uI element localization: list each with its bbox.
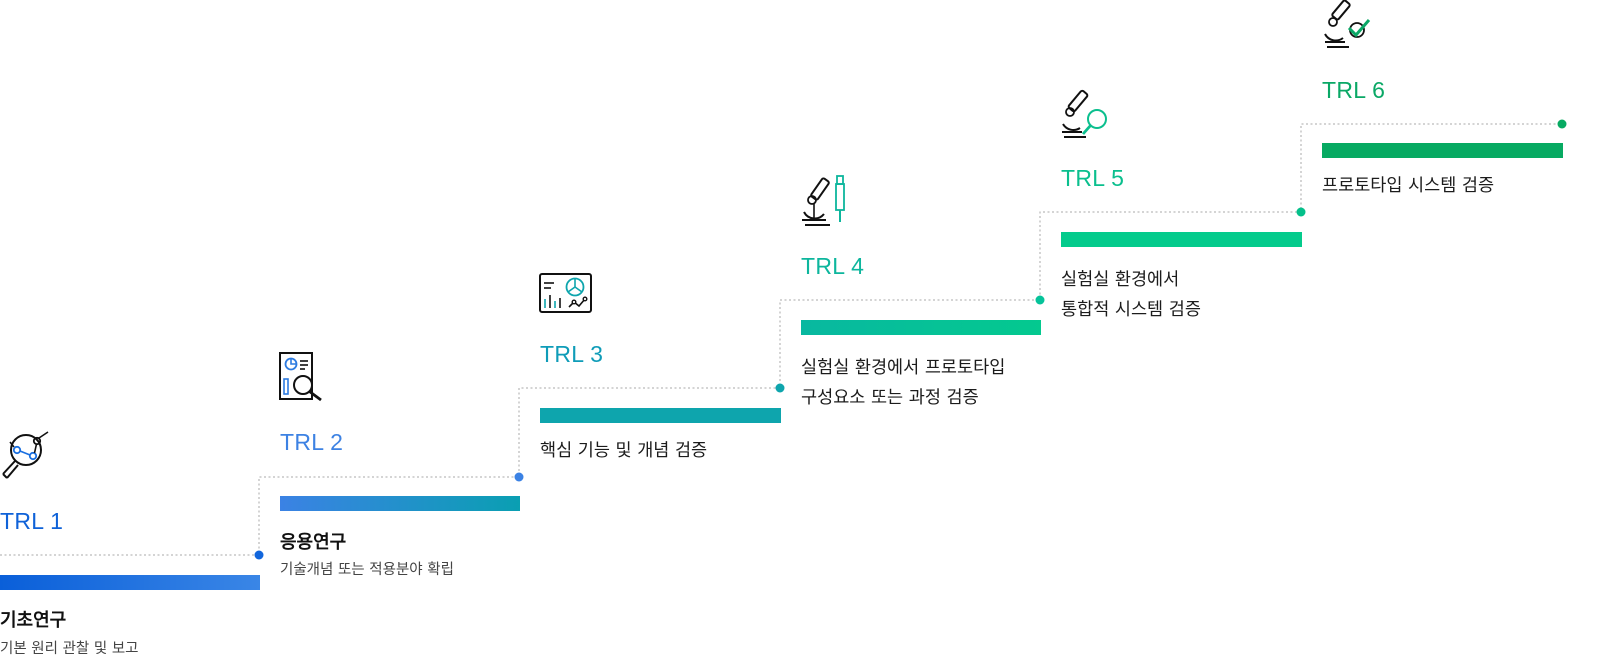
microscope-check-icon	[1324, 0, 1371, 48]
trl-1-desc: 기본 원리 관찰 및 보고	[0, 641, 139, 657]
trl-4-description: 실험실 환경에서 프로토타입 구성요소 또는 과정 검증	[801, 353, 1005, 413]
trl-3-description: 핵심 기능 및 개념 검증	[540, 436, 707, 466]
trl-5-label: TRL 5	[1061, 165, 1125, 191]
trl-5-bar	[1061, 232, 1302, 247]
step-dot-4	[1035, 295, 1045, 305]
microscope-pipette-icon	[802, 175, 845, 226]
trl-6-description: 프로토타입 시스템 검증	[1322, 171, 1494, 201]
dashboard-chart-icon	[539, 273, 592, 313]
step-dot-2	[514, 472, 524, 482]
trl-1-title: 기초연구	[0, 610, 67, 631]
document-search-icon	[279, 352, 322, 402]
trl-2-label: TRL 2	[280, 429, 344, 455]
trl-2-bar	[280, 496, 520, 511]
step-dot-1	[254, 550, 264, 560]
step-dot-3	[775, 383, 785, 393]
trl-4-description-line-1: 실험실 환경에서 프로토타입	[801, 358, 1006, 378]
trl-5-description-line-2: 통합적 시스템 검증	[1061, 300, 1201, 320]
trl-1-label: TRL 1	[0, 508, 64, 534]
trl-5-description: 실험실 환경에서 통합적 시스템 검증	[1061, 265, 1201, 325]
trl-4-bar	[801, 320, 1041, 335]
trl-3-label: TRL 3	[540, 341, 604, 367]
trl-2-desc: 기술개념 또는 적용분야 확립	[280, 562, 454, 578]
step-dot-5	[1296, 207, 1306, 217]
trl-6-label: TRL 6	[1322, 77, 1386, 103]
trl-5-description-line-1: 실험실 환경에서	[1061, 270, 1180, 290]
trl-4-description-line-2: 구성요소 또는 과정 검증	[801, 388, 979, 408]
trl-4-label: TRL 4	[801, 253, 865, 279]
trl-1-bar	[0, 575, 260, 590]
microscope-magnifier-icon	[1062, 89, 1107, 138]
trl-6-description-line-1: 프로토타입 시스템 검증	[1322, 176, 1495, 196]
trl-6-bar	[1322, 143, 1563, 158]
trl-2-title: 응용연구	[280, 532, 347, 553]
magnifier-molecule-icon	[2, 431, 49, 479]
step-dot-6	[1557, 119, 1567, 129]
trl-3-bar	[540, 408, 781, 423]
trl-3-description-line-1: 핵심 기능 및 개념 검증	[540, 441, 708, 461]
